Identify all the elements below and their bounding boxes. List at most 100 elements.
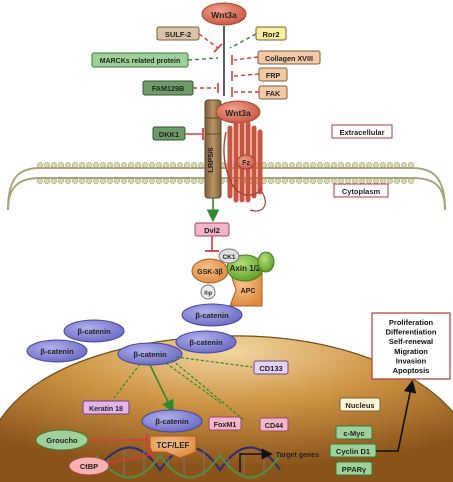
lipid-head	[401, 162, 407, 168]
cmyc-box: c-Myc	[335, 425, 373, 440]
lipid-head	[359, 162, 365, 168]
modulator-connectors	[187, 33, 260, 97]
transcription-arrow	[239, 448, 273, 472]
lipid-head	[198, 178, 204, 184]
lipid-head	[198, 162, 204, 168]
lipid-head	[44, 178, 50, 184]
svg-text:Extracellular: Extracellular	[339, 128, 384, 137]
lipid-head	[359, 178, 365, 184]
ctbp-box: CtBP	[68, 456, 110, 476]
lipid-head	[86, 162, 92, 168]
lipid-head	[142, 162, 148, 168]
svg-text:Cytoplasm: Cytoplasm	[342, 187, 381, 196]
sulf2-box: SULF-2	[156, 26, 200, 41]
lipid-head	[289, 178, 295, 184]
lipid-head	[317, 162, 323, 168]
svg-text:CD133: CD133	[259, 364, 282, 373]
target-genes-label: Target genes	[276, 452, 319, 459]
nucleus-label: Nucleus	[339, 397, 381, 412]
lipid-head	[303, 178, 309, 184]
lipid-head	[296, 178, 302, 184]
marcks-box: MARCKs related protein	[91, 52, 189, 68]
svg-text:Fz: Fz	[242, 160, 250, 167]
lipid-head	[79, 178, 85, 184]
lipid-head	[93, 162, 99, 168]
frizzled-receptor: Fz	[223, 121, 266, 212]
lipid-head	[366, 162, 372, 168]
lipid-head	[107, 162, 113, 168]
lipid-head	[114, 162, 120, 168]
lipid-head	[331, 178, 337, 184]
beta-catenin-target-lines	[113, 356, 253, 421]
groucho-box: Groucho	[35, 429, 89, 451]
cd133-box: CD133	[253, 360, 289, 375]
lipid-head	[373, 178, 379, 184]
svg-text:β-catenin: β-catenin	[195, 311, 229, 320]
wnt3a-ligand-top: Wnt3a	[201, 2, 247, 26]
lipid-head	[170, 178, 176, 184]
lipid-head	[317, 178, 323, 184]
lipid-head	[72, 178, 78, 184]
lipid-head	[338, 162, 344, 168]
outcomes-box: ProliferationDifferentiationSelf-renewal…	[371, 312, 451, 380]
outcomes-list: ProliferationDifferentiationSelf-renewal…	[386, 318, 437, 375]
lipid-head	[121, 178, 127, 184]
beta-catenin-4: β-catenin	[175, 330, 237, 354]
svg-text:FoxM1: FoxM1	[214, 420, 237, 429]
outcome-item: Apoptosis	[393, 366, 430, 375]
lipid-head	[401, 178, 407, 184]
lipid-head	[114, 178, 120, 184]
lipid-head	[191, 162, 197, 168]
lipid-head	[387, 178, 393, 184]
lipid-head	[191, 178, 197, 184]
lipid-head	[72, 162, 78, 168]
lipid-head	[58, 162, 64, 168]
lipid-head	[121, 162, 127, 168]
nuclear-beta-catenin: β-catenin	[141, 409, 203, 433]
lipid-head	[58, 178, 64, 184]
cell-membrane	[7, 162, 446, 211]
lipid-head	[268, 162, 274, 168]
lipid-head	[107, 178, 113, 184]
svg-text:SULF-2: SULF-2	[165, 30, 191, 39]
lipid-head	[37, 178, 43, 184]
target-to-outcomes-arrow	[376, 379, 417, 452]
lipid-head	[100, 178, 106, 184]
beta-catenin-pool: β-catenin β-catenin β-catenin β-catenin …	[26, 303, 243, 366]
destruction-complex: APC GSK-3β Axin 1/2 CK1 ®p	[191, 248, 275, 307]
svg-text:Groucho: Groucho	[46, 436, 78, 445]
lipid-head	[51, 178, 57, 184]
lipid-head	[303, 162, 309, 168]
svg-text:PPARγ: PPARγ	[342, 465, 367, 474]
lipid-head	[324, 178, 330, 184]
beta-catenin-2: β-catenin	[63, 319, 125, 343]
svg-text:LRP5/6: LRP5/6	[206, 147, 215, 172]
svg-text:β-catenin: β-catenin	[133, 350, 167, 359]
lipid-head	[128, 162, 134, 168]
lipid-head	[177, 162, 183, 168]
lipid-head	[352, 162, 358, 168]
svg-text:FAK: FAK	[266, 89, 281, 98]
svg-text:β-catenin: β-catenin	[77, 327, 111, 336]
wnt3a-ligand-bound: Wnt3a	[215, 100, 261, 124]
lipid-head	[79, 162, 85, 168]
svg-text:Wnt3a: Wnt3a	[211, 10, 237, 20]
svg-text:Nucleus: Nucleus	[345, 401, 374, 410]
lipid-head	[310, 178, 316, 184]
lipid-head	[268, 178, 274, 184]
ctbp-inhibit-line	[108, 453, 153, 464]
lipid-head	[394, 162, 400, 168]
lipid-head	[177, 178, 183, 184]
svg-text:c-Myc: c-Myc	[343, 429, 364, 438]
lipid-head	[93, 178, 99, 184]
lipid-head	[338, 178, 344, 184]
svg-text:CD44: CD44	[265, 421, 283, 430]
lipid-head	[86, 178, 92, 184]
lipid-head	[345, 162, 351, 168]
lipid-head	[156, 162, 162, 168]
outcome-item: Proliferation	[389, 318, 434, 327]
lipid-head	[100, 162, 106, 168]
lipid-head	[387, 162, 393, 168]
lipid-head	[275, 162, 281, 168]
